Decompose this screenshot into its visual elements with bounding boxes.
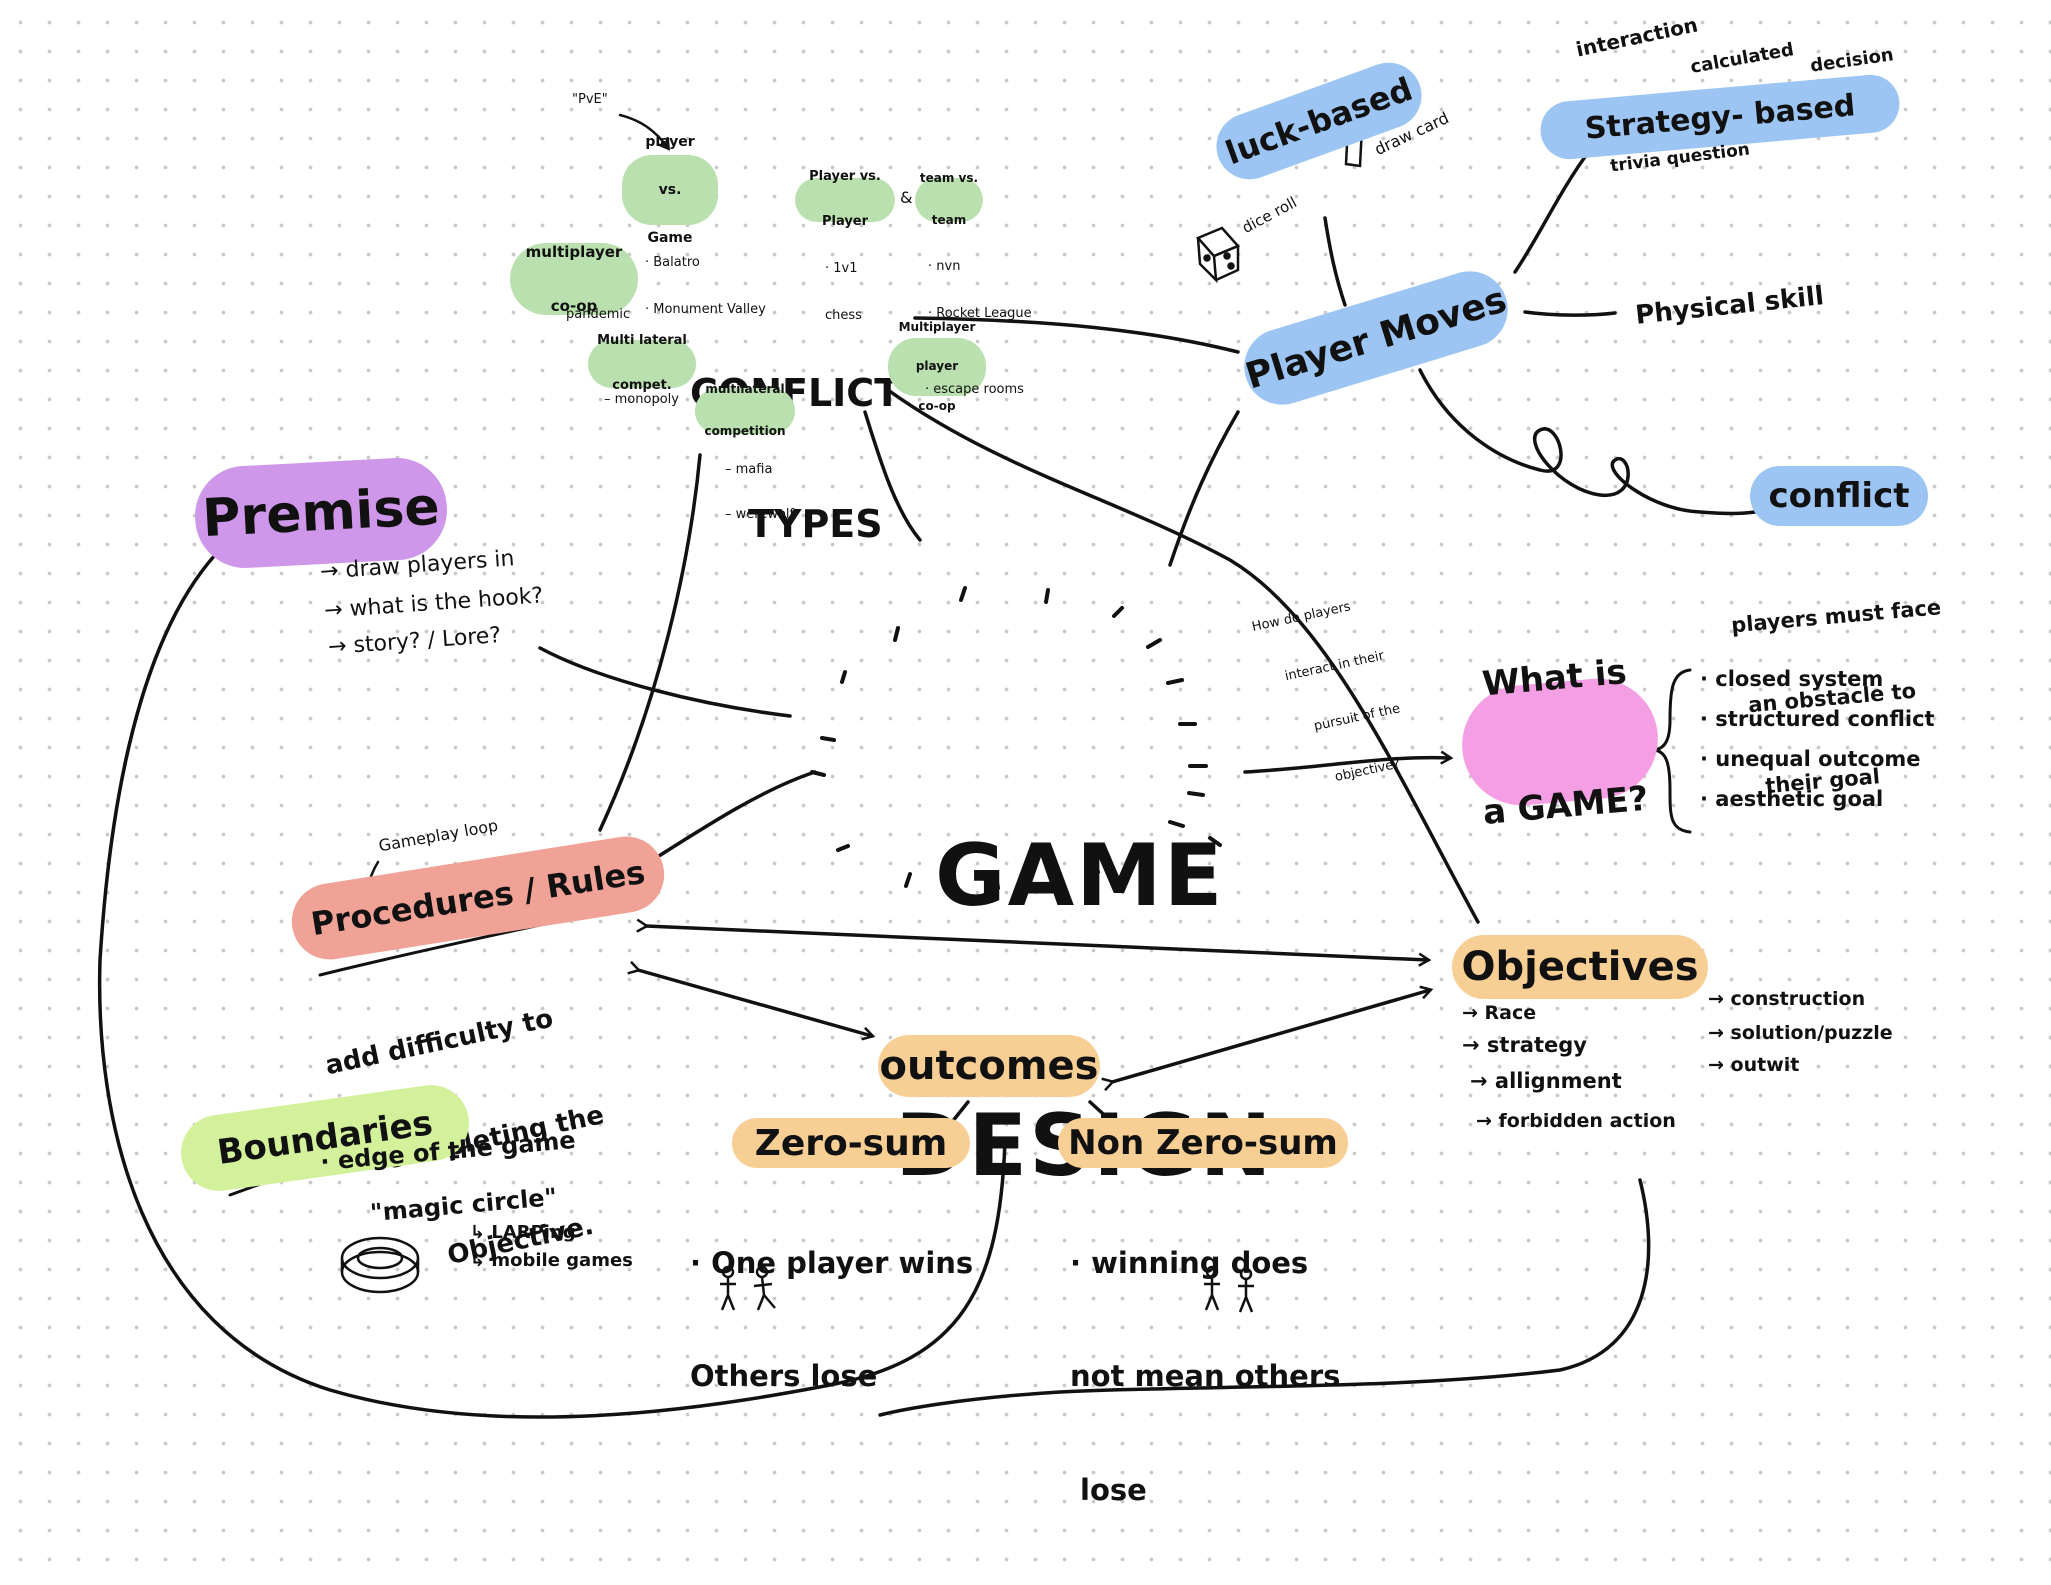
player-vs-player-ex1: · 1v1 — [825, 261, 858, 277]
multiplayer-coop-blob: multiplayer co-op — [510, 243, 638, 315]
multiplayer-player-coop-line2: player — [915, 359, 959, 374]
multilateral-compet-line1: Multi lateral — [597, 333, 687, 349]
multiplayer-coop-line1: multiplayer — [525, 243, 623, 261]
team-vs-team-line2: team — [931, 212, 967, 227]
multilateral-competition-examples: – mafia – werewolf — [725, 433, 794, 553]
multilateral-compet-blob: Multi lateral compet. — [588, 333, 696, 393]
conflict-desc-1: players must face — [1730, 594, 1942, 638]
objectives-item: → outwit — [1708, 1054, 1800, 1076]
non-zero-sum-desc: · winning does not mean others lose — [1070, 1170, 1340, 1585]
game-definition-item: · closed system — [1700, 667, 1884, 691]
premise-title: Premise — [200, 476, 442, 550]
player-vs-player-line1: Player vs. — [809, 169, 881, 185]
stick-figures-non-zero-sum-icon — [1204, 1265, 1254, 1313]
zero-sum-desc-2: Others lose — [690, 1359, 878, 1394]
player-vs-game-line3: Game — [647, 230, 693, 247]
boundaries-item: ↳ LARPing — [470, 1222, 576, 1243]
multiplayer-player-coop-example: · escape rooms — [925, 382, 1024, 397]
versus-ampersand: & — [900, 188, 913, 207]
conflict-title: conflict — [1768, 476, 1910, 516]
interact-note-4: objective? — [1333, 756, 1402, 786]
non-zero-sum-desc-3: lose — [1080, 1472, 1147, 1507]
what-is-a-game-line2: a GAME? — [1481, 778, 1650, 833]
multilateral-competition-line1: multilateral — [705, 382, 785, 397]
objectives-item: → strategy — [1462, 1033, 1587, 1057]
game-definition-item: · aesthetic goal — [1700, 787, 1884, 811]
stick-figures-zero-sum-icon — [720, 1265, 776, 1311]
team-vs-team-blob: team vs. team — [915, 172, 983, 227]
non-zero-sum-desc-1: · winning does — [1070, 1246, 1309, 1281]
objectives-item: → construction — [1708, 988, 1866, 1010]
objectives-item: → forbidden action — [1476, 1110, 1676, 1132]
multiplayer-coop-line2: co-op — [550, 297, 598, 315]
objectives-blob: Objectives — [1452, 935, 1708, 999]
multilateral-competition-blob: multilateral competition — [695, 383, 795, 438]
center-burst-strokes — [810, 586, 1222, 890]
outcomes-blob: outcomes — [878, 1035, 1100, 1097]
multiplayer-player-coop-blob: Multiplayer player co-op — [888, 320, 986, 413]
non-zero-sum-blob: Non Zero-sum — [1058, 1118, 1348, 1168]
center-title-line1: GAME — [935, 825, 1225, 926]
player-vs-game-examples: · Balatro · Monument Valley — [645, 224, 766, 349]
multilateral-competition-ex2: – werewolf — [725, 506, 795, 522]
boundaries-item: ↳ mobile games — [470, 1250, 633, 1271]
player-vs-game-ex2: · Monument Valley — [645, 301, 766, 317]
pve-note: "PvE" — [572, 92, 608, 107]
team-vs-team-examples: · nvn · Rocket League — [928, 228, 1032, 353]
multiplayer-player-coop-line3: co-op — [918, 398, 956, 413]
player-vs-player-ex2: chess — [825, 307, 862, 323]
objectives-item: → solution/puzzle — [1708, 1022, 1893, 1044]
interact-note-3: pursuit of the — [1312, 700, 1402, 734]
player-vs-game-line2: vs. — [658, 181, 682, 198]
multilateral-compet-line2: compet. — [612, 377, 672, 393]
player-vs-player-blob: Player vs. Player — [795, 169, 895, 229]
dice-icon — [1195, 226, 1241, 284]
strategy-based-label: Strategy- based — [1583, 87, 1857, 147]
team-vs-team-ex1: · nvn — [928, 259, 961, 275]
game-definition-item: · unequal outcome — [1700, 747, 1921, 771]
player-vs-player-line2: Player — [821, 213, 869, 229]
multilateral-competition-line2: competition — [704, 423, 786, 438]
objectives-item: → Race — [1462, 1002, 1537, 1024]
interact-note-2: interact in their — [1283, 648, 1386, 685]
player-vs-player-examples: · 1v1 chess — [825, 230, 862, 355]
conflict-blob: conflict — [1750, 466, 1928, 526]
team-vs-team-line1: team vs. — [919, 171, 979, 186]
what-is-a-game-line1: What is — [1480, 652, 1629, 705]
objectives-item: → allignment — [1470, 1069, 1622, 1093]
multilateral-competition-ex1: – mafia — [725, 461, 773, 477]
zero-sum-blob: Zero-sum — [732, 1118, 970, 1168]
zero-sum-title: Zero-sum — [754, 1122, 948, 1164]
mind-map-board: GAME DESIGN CONFLICT TYPES "PvE" player … — [97, 12, 1942, 1507]
interact-note-1: How do players — [1250, 599, 1353, 636]
conflict-types-title-line2: TYPES — [748, 502, 883, 547]
outcomes-title: outcomes — [879, 1043, 1099, 1089]
objectives-title: Objectives — [1461, 944, 1699, 990]
player-vs-game-blob: player vs. Game — [622, 134, 718, 246]
what-is-a-game-blob: What is a GAME? — [1457, 652, 1663, 832]
player-vs-game-ex1: · Balatro — [645, 255, 700, 271]
zero-sum-desc-1: · One player wins — [690, 1246, 974, 1281]
zero-sum-desc: · One player wins Others lose — [690, 1170, 973, 1472]
procedures-desc-1: add difficulty to — [322, 1003, 556, 1082]
team-vs-team-ex2: · Rocket League — [928, 305, 1032, 321]
multiplayer-coop-example: pandemic — [566, 307, 631, 322]
non-zero-sum-title: Non Zero-sum — [1068, 1123, 1338, 1163]
multiplayer-player-coop-line1: Multiplayer — [898, 319, 976, 334]
non-zero-sum-desc-2: not mean others — [1070, 1359, 1341, 1394]
multilateral-compet-example: – monopoly — [604, 392, 679, 407]
player-vs-game-line1: player — [645, 133, 695, 150]
magic-circle-icon — [340, 1236, 420, 1294]
game-definition-item: · structured conflict — [1700, 707, 1935, 731]
